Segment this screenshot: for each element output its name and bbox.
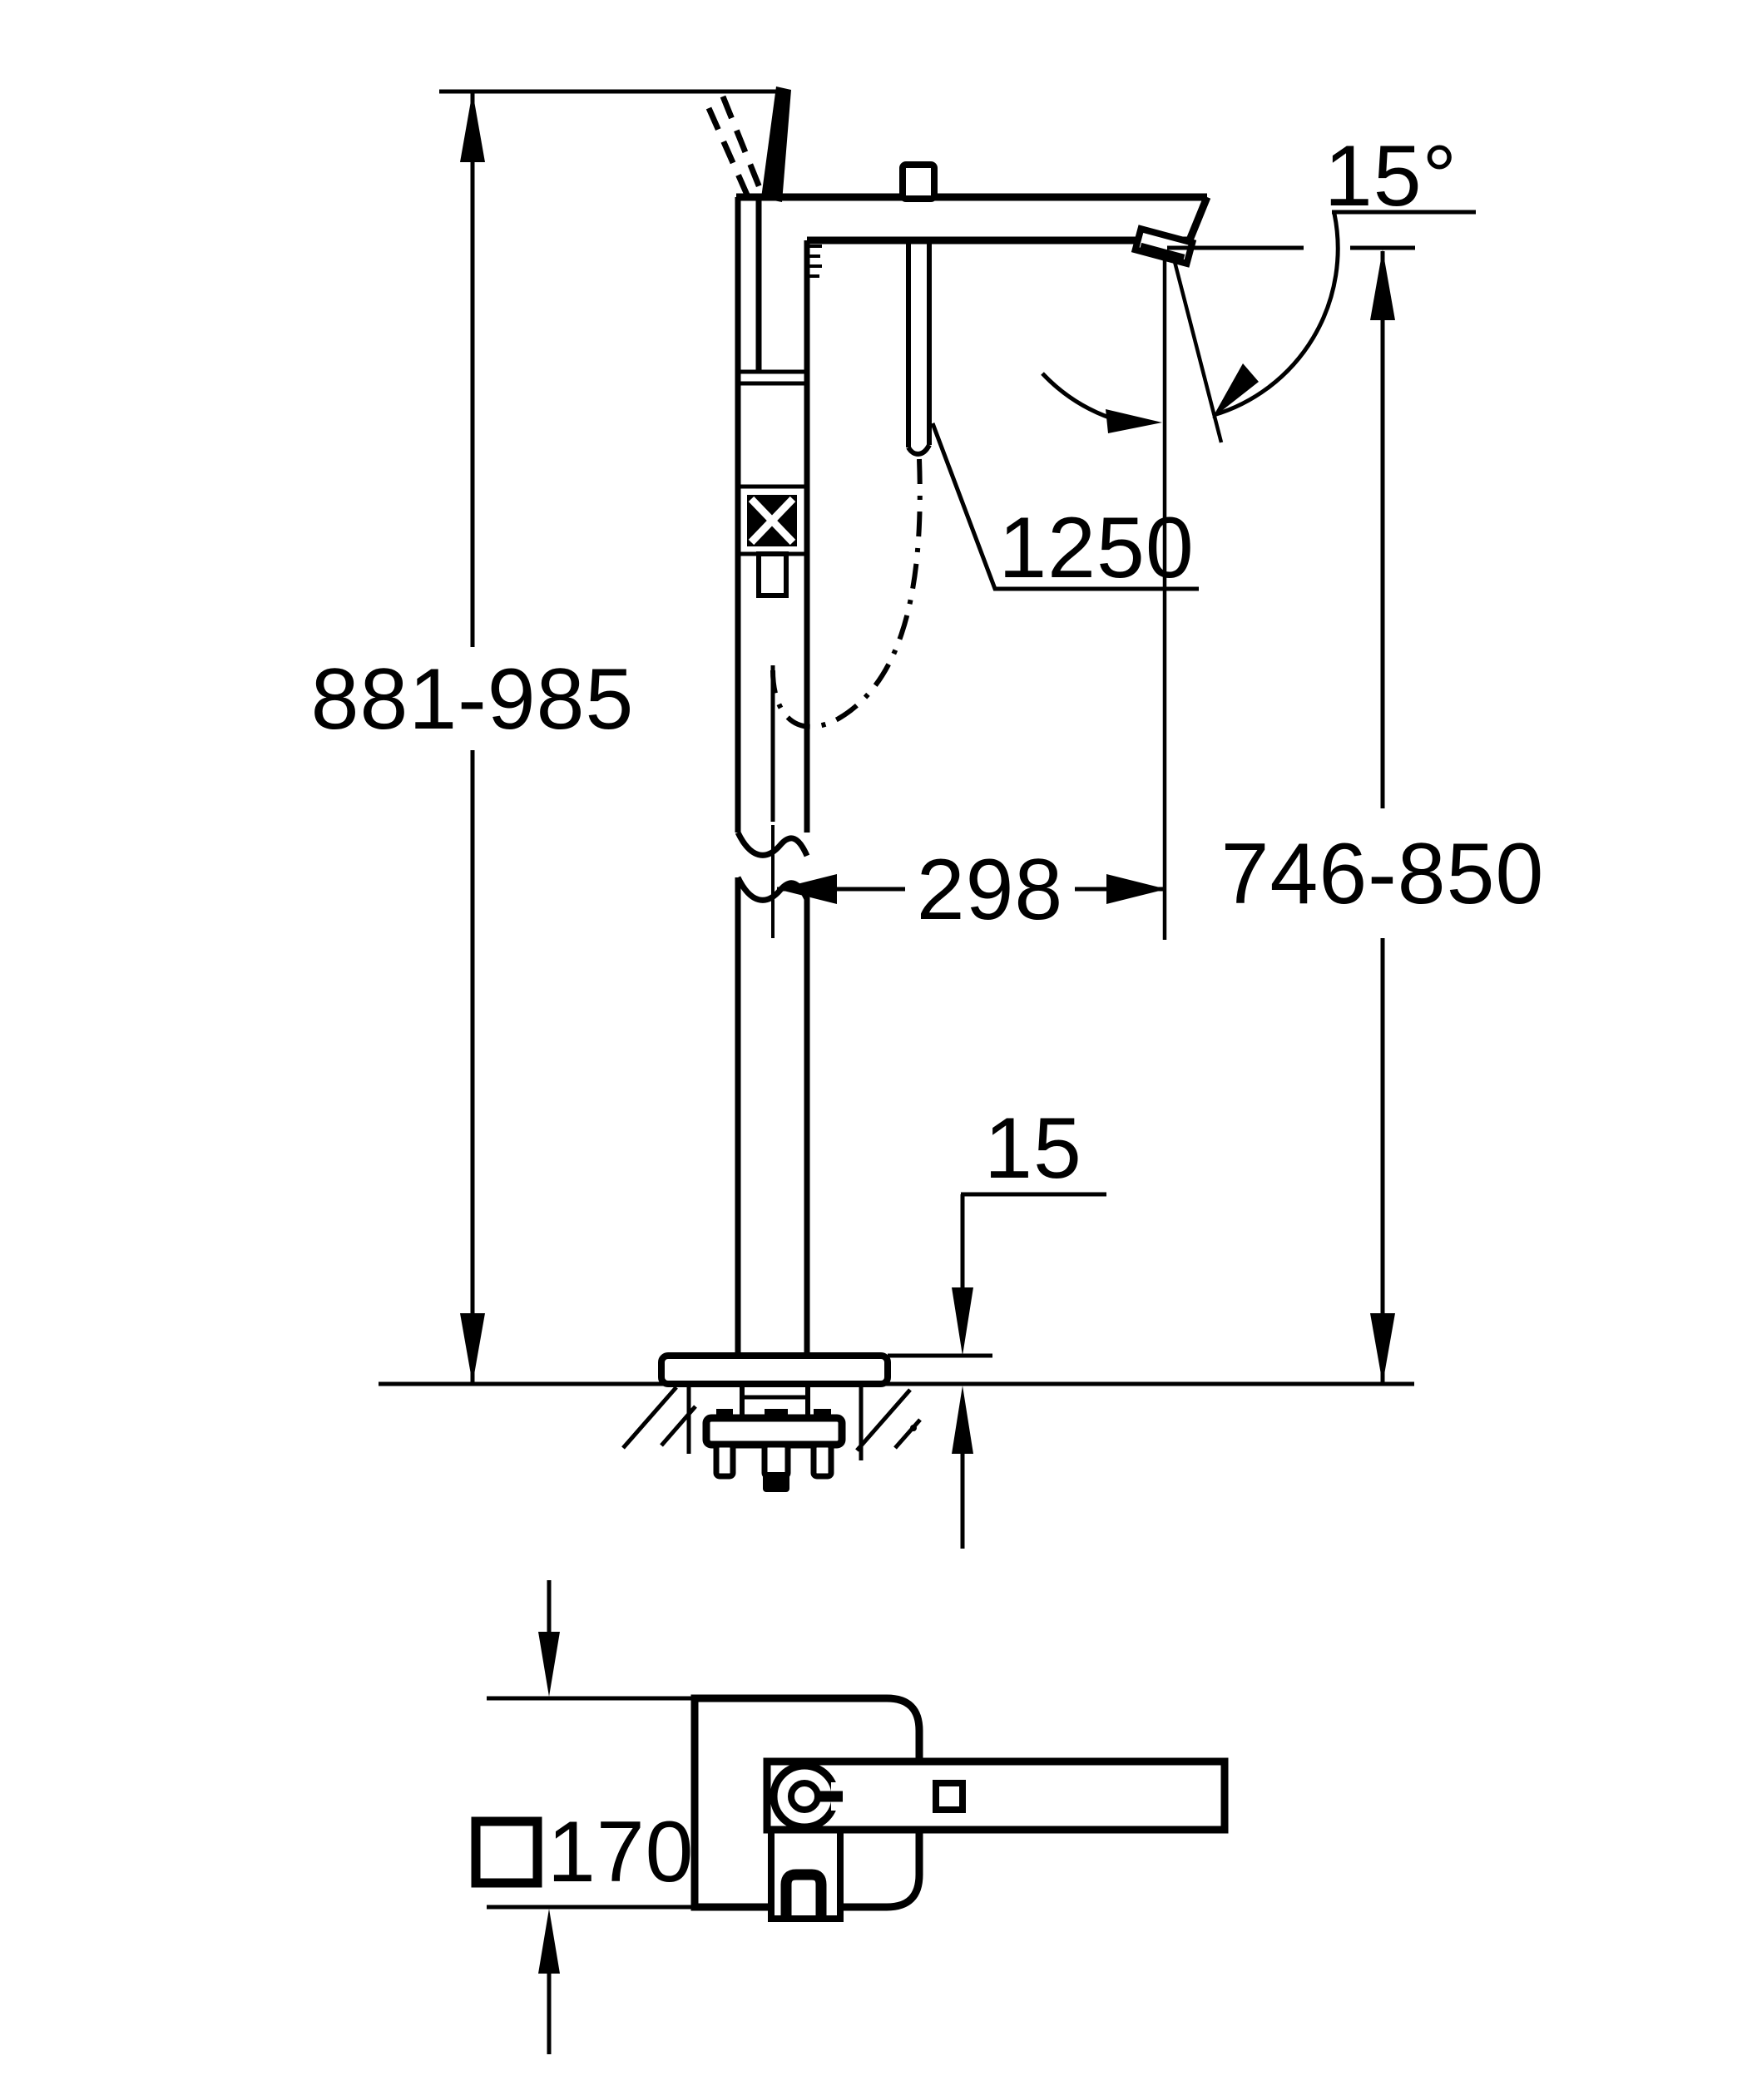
aerator-outlet — [1131, 225, 1197, 268]
angle-arc-right — [1213, 213, 1340, 418]
spout — [736, 161, 1211, 729]
spout-projection-dimension: 298 — [771, 825, 1166, 938]
spout-angle-annotation: 15° — [1041, 128, 1476, 940]
hand-shower — [705, 86, 791, 202]
diverter-knob — [899, 161, 938, 202]
base-plan-view: 170 — [471, 1580, 1229, 2054]
hand-shower-alt-position-2 — [705, 106, 753, 202]
arrow-up-icon-2 — [1370, 250, 1395, 320]
narrow-arrow-up-icon-2 — [538, 1909, 560, 1974]
arc-arrow-icon — [1212, 363, 1259, 418]
hose-clip — [780, 1869, 827, 1920]
front-view: 881-985 — [311, 86, 1545, 1549]
floor-and-anchor — [379, 1352, 1414, 1492]
union-lower-body — [756, 551, 789, 598]
escutcheon-size-dimension: 170 — [471, 1804, 695, 1900]
anchor-bolt-3 — [810, 1441, 834, 1480]
thread-ticks — [807, 245, 822, 278]
break-line-upper — [735, 831, 810, 858]
narrow-arrow-up-icon — [952, 1386, 973, 1454]
escutcheon-size-label: 170 — [547, 1804, 695, 1900]
lever-inlay-square — [933, 1780, 966, 1813]
arrow-right-icon — [1106, 874, 1166, 904]
floor-hatching — [621, 1386, 922, 1452]
narrow-arrow-down-icon — [952, 1287, 973, 1356]
escutcheon-dim-bottom — [487, 1905, 692, 2054]
arrow-down-icon-2 — [1370, 1313, 1395, 1384]
hand-shower-alt-position — [720, 95, 765, 195]
outlet-height-label: 746-850 — [1221, 826, 1545, 922]
riser-column — [735, 197, 822, 1356]
arrow-up-icon — [460, 91, 485, 162]
narrow-arrow-down-icon-2 — [538, 1632, 560, 1697]
hand-shower-handle — [761, 86, 791, 202]
square-dimension-symbol — [471, 1816, 542, 1888]
overall-height-label: 881-985 — [311, 651, 635, 748]
spout-angle-label: 15° — [1324, 128, 1458, 225]
escutcheon-dim-top — [487, 1580, 692, 1701]
arrow-down-icon — [460, 1313, 485, 1384]
leader-line — [930, 422, 1199, 591]
angle-arc-left — [1041, 372, 1112, 421]
outlet-angled-reference — [1170, 251, 1224, 443]
anchor-bolt — [713, 1441, 736, 1480]
spout-projection-label: 298 — [917, 842, 1064, 938]
base-plate-height-dimension: 15 — [888, 1100, 1106, 1549]
hose-length-label: 1250 — [998, 500, 1194, 596]
arc-arrow-icon-2 — [1106, 409, 1162, 433]
arrow-left-icon — [777, 874, 837, 904]
base-plate — [658, 1352, 891, 1387]
overall-height-dimension: 881-985 — [311, 91, 635, 1384]
center-bolt — [763, 1472, 789, 1492]
anchor-bolt-2 — [761, 1441, 791, 1480]
mounting-flange — [702, 1414, 846, 1449]
hose-length-dimension: 1250 — [930, 422, 1199, 596]
outlet-height-dimension: 746-850 — [1167, 245, 1545, 1384]
grohe-logo-icon — [770, 1762, 844, 1831]
base-plate-height-label: 15 — [984, 1100, 1082, 1197]
